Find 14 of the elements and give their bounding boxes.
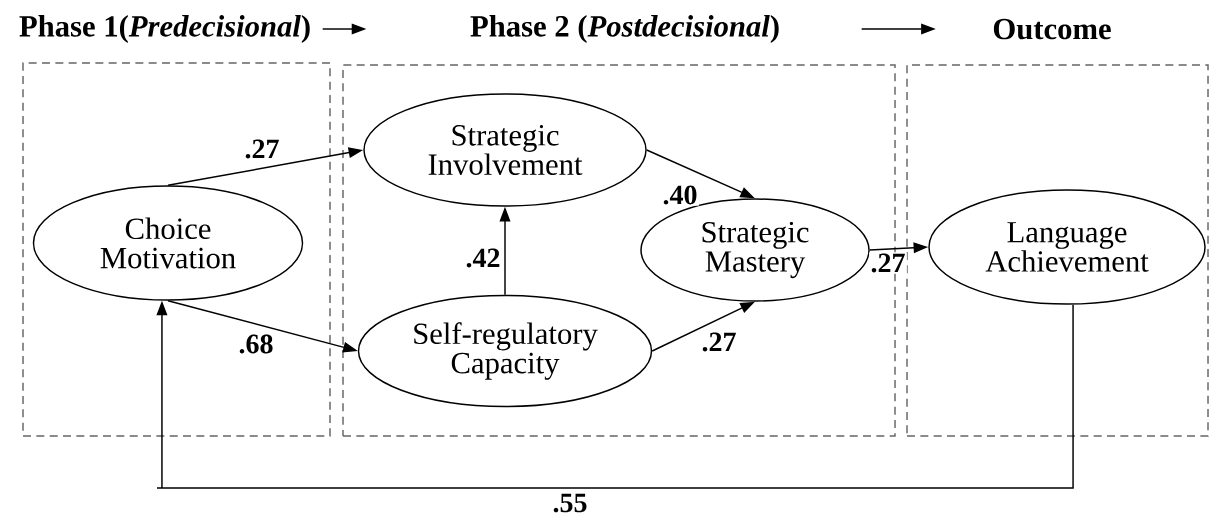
edge-label: .27 [869,252,907,274]
edge-label: .27 [243,138,281,160]
ellipse-node: Language Achievement [928,189,1206,305]
ellipse-node: Self-regulatory Capacity [357,294,653,408]
edge-label: .42 [464,247,502,269]
phase-heading: Phase 1(Predecisional) [19,15,310,43]
phase-heading: Phase 2 (Postdecisional) [470,15,779,43]
phase-heading: Outcome [993,18,1111,40]
edge-label: .27 [700,331,738,353]
edge-label: .68 [237,333,275,355]
ellipse-node: Choice Motivation [32,185,304,301]
ellipse-node: Strategic Involvement [363,93,647,207]
edge-label: .55 [551,492,589,514]
edge-label: .40 [661,184,699,206]
